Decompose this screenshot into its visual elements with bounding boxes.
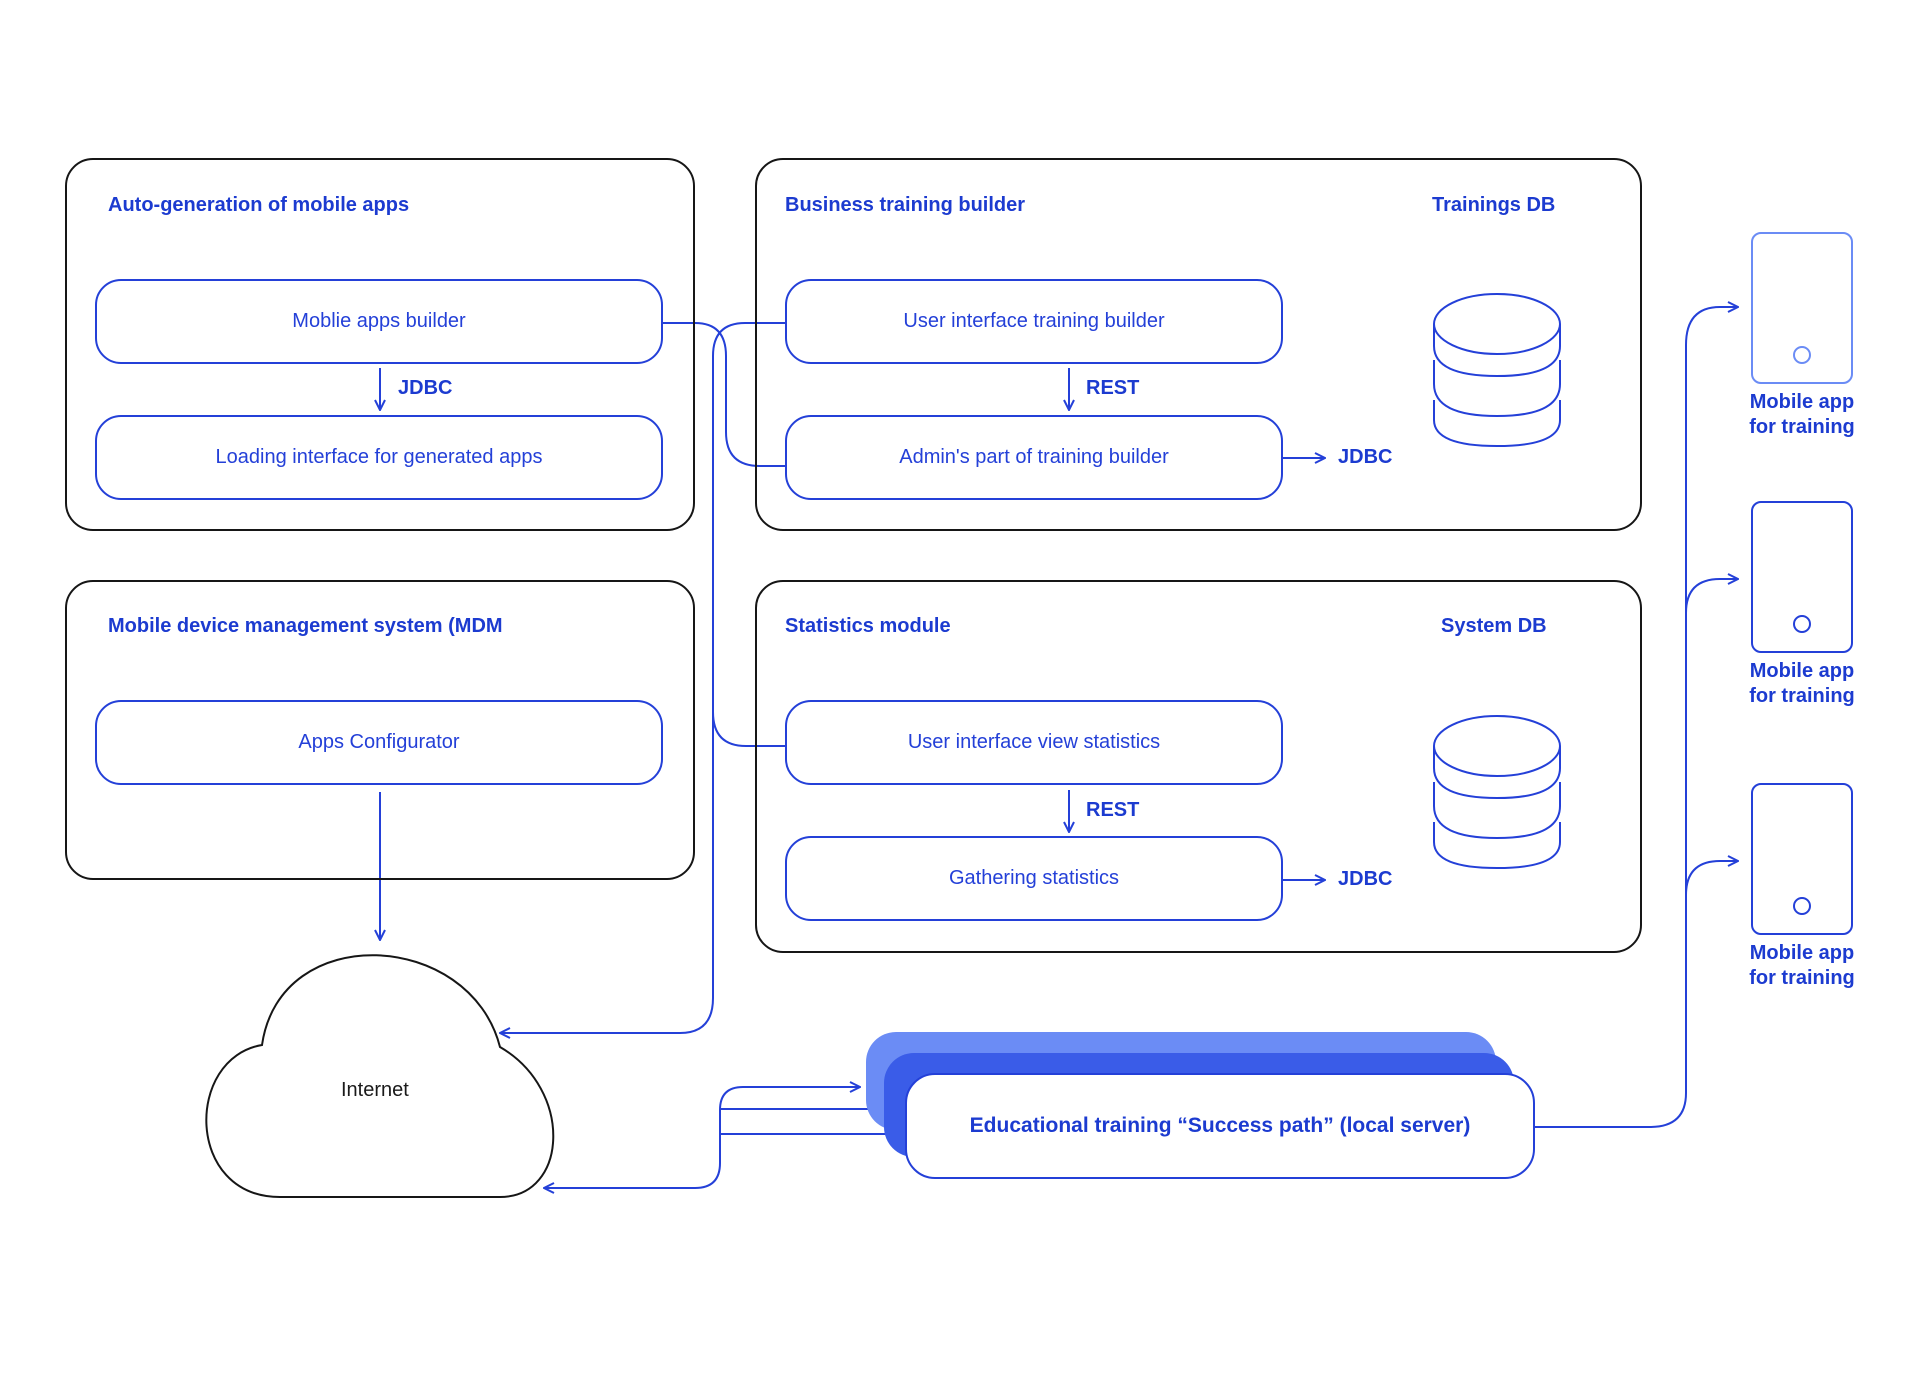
connector-phone-3 (1685, 861, 1738, 896)
phone-label: Mobile app for training (1732, 390, 1872, 440)
group-business-title: Business training builder (785, 194, 1026, 216)
system-db-label: System DB (1441, 615, 1547, 637)
group-business (755, 158, 1642, 531)
ui-view-statistics-node: User interface view statistics (785, 700, 1283, 785)
phone-label: Mobile app for training (1732, 659, 1872, 709)
phone-label-line2: for training (1749, 416, 1855, 438)
group-mdm-title: Mobile device management system (MDM (108, 615, 503, 637)
group-mdm (65, 580, 695, 880)
group-stats-title: Statistics module (785, 615, 951, 637)
phone-label: Mobile app for training (1732, 941, 1872, 991)
mobile-phone-icon (1751, 501, 1853, 653)
database-icon (1433, 293, 1561, 448)
gathering-statistics-node: Gathering statistics (785, 836, 1283, 921)
mobile-apps-builder-node: Moblie apps builder (95, 279, 663, 364)
connector-phone-2 (1685, 579, 1738, 614)
apps-configurator-node: Apps Configurator (95, 700, 663, 785)
connector-builder-crossover (663, 322, 787, 467)
business-rest-label: REST (1086, 377, 1140, 399)
group-autogen-title: Auto-generation of mobile apps (108, 194, 410, 216)
phone-label-line1: Mobile app (1749, 660, 1855, 682)
phone-label-line2: for training (1749, 967, 1855, 989)
connector-bus-to-stats (712, 711, 787, 747)
autogen-jdbc-label: JDBC (398, 377, 453, 399)
business-jdbc-label: JDBC (1338, 446, 1393, 468)
stats-jdbc-label: JDBC (1338, 868, 1393, 890)
database-icon (1433, 715, 1561, 870)
phone-label-line1: Mobile app (1749, 942, 1855, 964)
mobile-phone-icon (1751, 783, 1853, 935)
connector-edu-to-phones (1535, 307, 1738, 1128)
cloud-icon (205, 954, 555, 1198)
stats-rest-label: REST (1086, 799, 1140, 821)
educational-training-node: Educational training “Success path” (loc… (905, 1073, 1535, 1179)
ui-training-builder-node: User interface training builder (785, 279, 1283, 364)
loading-interface-node: Loading interface for generated apps (95, 415, 663, 500)
phone-label-line1: Mobile app (1749, 391, 1855, 413)
group-stats (755, 580, 1642, 953)
admin-training-builder-node: Admin's part of training builder (785, 415, 1283, 500)
connector-internet-to-edu (544, 1087, 860, 1188)
connector-bus-to-internet (500, 322, 787, 1033)
internet-label: Internet (341, 1079, 409, 1101)
group-autogen (65, 158, 695, 531)
phone-label-line2: for training (1749, 685, 1855, 707)
mobile-phone-icon (1751, 232, 1853, 384)
trainings-db-label: Trainings DB (1432, 194, 1556, 216)
